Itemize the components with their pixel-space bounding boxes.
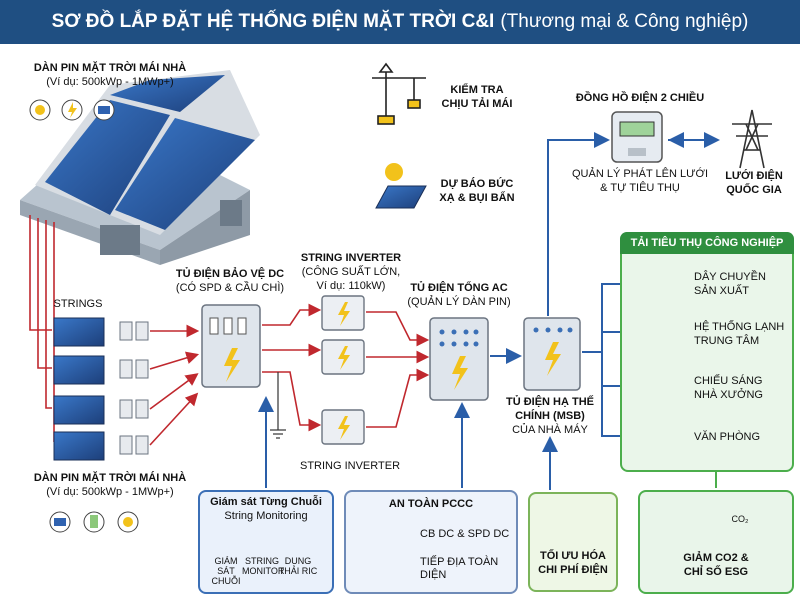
inverter-title: STRING INVERTER xyxy=(300,252,402,264)
monitoring-icon2-l1: STRING xyxy=(244,556,279,566)
load-cooling: HỆ THỐNG LẠNH TRUNG TÂM xyxy=(694,320,784,348)
load-production-l1: DÂY CHUYỀN xyxy=(694,271,766,283)
monitoring-icon1-label: GIÁM SÁT CHUỖI xyxy=(206,556,246,586)
load-production: DÂY CHUYỀN SẢN XUẤT xyxy=(694,270,766,298)
safety-title: AN TOÀN PCCC xyxy=(388,498,474,510)
grid-tower-icon xyxy=(732,109,772,169)
dc-box-sub: (CÓ SPD & CẦU CHÌ) xyxy=(175,282,285,294)
safety-item1: CB DC & SPD DC xyxy=(420,528,510,540)
dc-box-title: TỦ ĐIỆN BẢO VỆ DC xyxy=(175,268,285,280)
meter-l1: QUẢN LÝ PHÁT LÊN LƯỚI xyxy=(572,168,708,180)
ac-main-box xyxy=(429,317,489,401)
cost-l1: TỐI ƯU HÓA xyxy=(540,550,606,562)
meter-title: ĐỒNG HỒ ĐIỆN 2 CHIỀU xyxy=(575,92,705,104)
monitoring-icon1-l1: GIÁM SÁT xyxy=(214,556,238,576)
factory-building xyxy=(20,70,260,265)
cost-box xyxy=(528,492,618,592)
roof-bottom-sub: (Ví dụ: 500kWp - 1MWp+) xyxy=(46,486,174,498)
eco-box xyxy=(638,490,794,594)
msb-l3: CỦA NHÀ MÁY xyxy=(512,424,588,436)
load-cooling-l2: TRUNG TÂM xyxy=(694,335,760,347)
msb-l2: CHÍNH (MSB) xyxy=(515,410,585,422)
title-sub: (Thương mại & Công nghiệp) xyxy=(500,11,749,32)
load-lighting-l2: NHÀ XƯỞNG xyxy=(694,389,763,401)
check-load-l1: KIỂM TRA xyxy=(450,84,504,96)
monitoring-icon2-label: STRING MONITOR xyxy=(242,556,285,576)
industrial-loads-panel xyxy=(620,232,794,472)
inverter-sub1: (CÔNG SUẤT LỚN, xyxy=(301,266,401,278)
msb-box xyxy=(523,317,581,391)
roof-bottom-title: DÀN PIN MẶT TRỜI MÁI NHÀ xyxy=(33,472,187,484)
monitoring-icon3-l1: DUNG xyxy=(284,556,312,566)
co2-label: CO₂ xyxy=(731,514,749,524)
load-production-l2: SẢN XUẤT xyxy=(694,285,750,297)
eco-l2: CHỈ SỐ ESG xyxy=(683,566,749,578)
roof-top-sub: (Ví dụ: 500kWp - 1MWp+) xyxy=(46,76,174,88)
bidirectional-meter xyxy=(611,111,663,163)
roof-mini-icons-bottom xyxy=(49,511,139,533)
cost-l2: CHI PHÍ ĐIỆN xyxy=(538,564,608,576)
monitoring-l2: String Monitoring xyxy=(224,510,308,522)
load-lighting: CHIẾU SÁNG NHÀ XƯỞNG xyxy=(694,374,763,402)
load-cooling-l1: HỆ THỐNG LẠNH xyxy=(694,321,785,333)
monitoring-icon3-label: DUNG THẢI RIC xyxy=(278,556,318,576)
safety-item2: TIẾP ĐỊA TOÀN DIỆN xyxy=(420,556,499,581)
load-office: VĂN PHÒNG xyxy=(694,430,760,444)
solar-forecast-icon xyxy=(375,163,427,209)
loads-title: TẢI TIÊU THỤ CÔNG NGHIỆP xyxy=(620,232,794,254)
forecast-l2: XẠ & BỤI BẨN xyxy=(439,192,515,204)
dc-protection-box xyxy=(201,304,261,388)
grid-l2: QUỐC GIA xyxy=(726,184,782,196)
monitoring-icon1-l2: CHUỖI xyxy=(211,576,241,586)
eco-l1: GIẢM CO2 & xyxy=(683,552,749,564)
roof-mini-icons-top xyxy=(29,99,115,121)
inverter-bottom-label: STRING INVERTER xyxy=(299,460,401,472)
forecast-l1: DỰ BÁO BỨC xyxy=(440,178,514,190)
string-panels xyxy=(53,317,105,461)
crane-icon xyxy=(372,62,426,125)
grid-l1: LƯỚI ĐIỆN xyxy=(725,170,783,182)
load-lighting-l1: CHIẾU SÁNG xyxy=(694,375,763,387)
ac-box-title: TỦ ĐIỆN TỔNG AC xyxy=(410,282,508,294)
check-load-l2: CHỊU TẢI MÁI xyxy=(441,98,513,110)
fire-safety-box xyxy=(344,490,518,594)
monitoring-icon2-l2: MONITOR xyxy=(242,566,285,576)
load-office-l1: VĂN PHÒNG xyxy=(694,431,761,443)
roof-top-title: DÀN PIN MẶT TRỜI MÁI NHÀ xyxy=(33,62,187,74)
meter-l2: & TỰ TIÊU THỤ xyxy=(600,182,680,194)
monitoring-l1: Giám sát Từng Chuỗi xyxy=(210,496,322,508)
strings-label: STRINGS xyxy=(53,298,103,310)
ac-box-sub: (QUẢN LÝ DÀN PIN) xyxy=(407,296,511,308)
page-title: SƠ ĐỒ LẮP ĐẶT HỆ THỐNG ĐIỆN MẶT TRỜI C&I… xyxy=(0,0,800,44)
monitoring-icon3-l2: THẢI RIC xyxy=(278,566,318,576)
title-bold: SƠ ĐỒ LẮP ĐẶT HỆ THỐNG ĐIỆN MẶT TRỜI C&I xyxy=(51,11,495,32)
inverter-sub2: Ví dụ: 110kW) xyxy=(316,280,386,292)
monitoring-box xyxy=(198,490,334,594)
msb-l1: TỦ ĐIỆN HẠ THẾ xyxy=(506,396,594,408)
